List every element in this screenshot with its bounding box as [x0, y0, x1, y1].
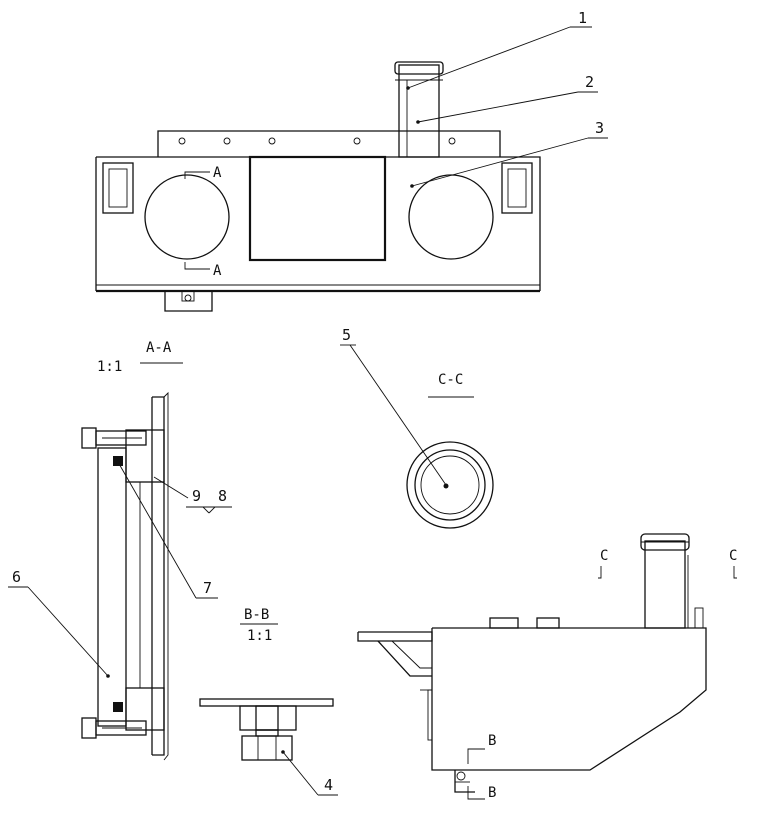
callouts-front: 1 2 3	[406, 9, 608, 188]
callout-8: 8	[218, 487, 227, 505]
callout-9: 9	[192, 487, 201, 505]
front-view	[95, 61, 541, 312]
callout-5: 5	[342, 326, 351, 344]
section-mark-b-top: B	[488, 733, 496, 749]
section-mark-b-bottom: B	[488, 785, 496, 801]
callouts-section-aa: 6 7 9 8	[8, 460, 232, 678]
left-opening	[144, 174, 230, 260]
section-mark-a-bottom: A	[213, 263, 222, 279]
section-a-marks: A A	[184, 165, 222, 279]
callout-3: 3	[595, 119, 604, 137]
section-mark-c-right: C	[729, 548, 737, 564]
section-mark-c-left: C	[600, 548, 608, 564]
aa-scale: 1:1	[97, 359, 122, 375]
bb-title: B-B	[244, 607, 269, 623]
cc-title: C-C	[438, 372, 463, 388]
section-aa-view: 1:1 A-A	[81, 340, 183, 761]
section-cc-view: C-C 5	[340, 326, 494, 529]
side-view: C C B B	[357, 533, 737, 801]
callout-4: 4	[324, 776, 333, 794]
callout-7: 7	[203, 579, 212, 597]
aa-title: A-A	[146, 340, 172, 356]
bb-scale: 1:1	[247, 628, 272, 644]
right-opening	[408, 174, 494, 260]
section-mark-a-top: A	[213, 165, 222, 181]
callout-6: 6	[12, 568, 21, 586]
section-bb-view: B-B 1:1 4	[199, 607, 338, 796]
callout-2: 2	[585, 73, 594, 91]
callout-1: 1	[578, 9, 587, 27]
